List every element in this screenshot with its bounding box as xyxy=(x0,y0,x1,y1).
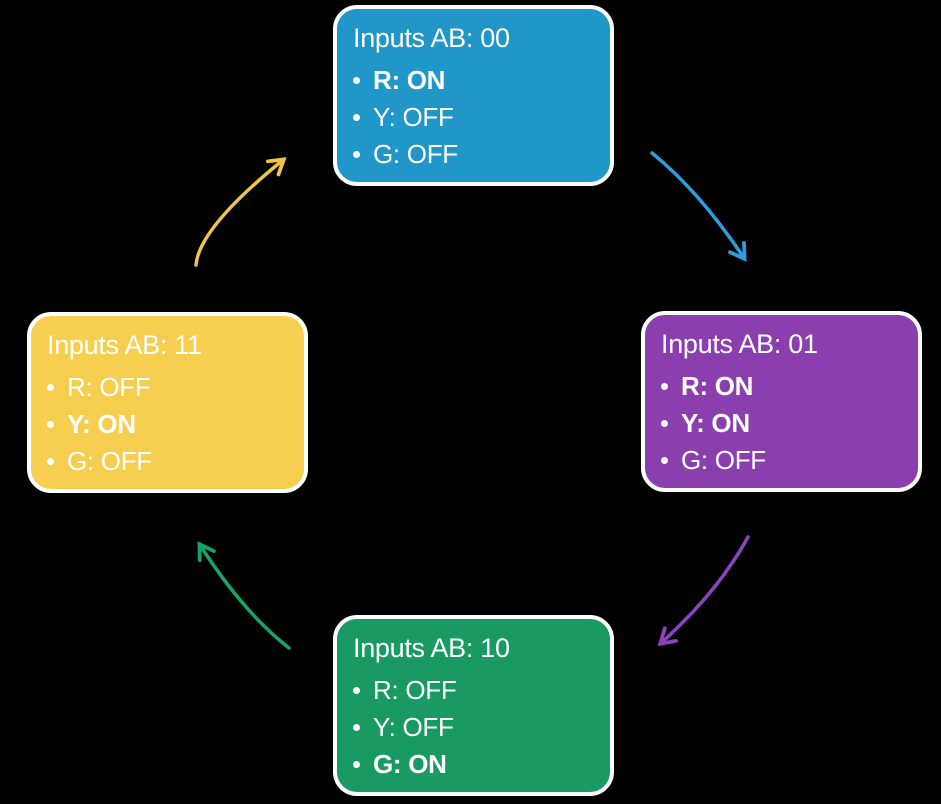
bullet-dot xyxy=(353,77,360,85)
bullet-dot xyxy=(353,761,360,769)
output-item-r: R: ON xyxy=(661,368,902,405)
output-item-label: Y: OFF xyxy=(373,102,454,133)
state-title: Inputs AB: 10 xyxy=(353,633,510,663)
output-item-label: G: OFF xyxy=(373,139,458,170)
state-output-list: R: ON Y: ON G: OFF xyxy=(661,368,902,479)
state-box-inputs-11: Inputs AB: 11 R: OFF Y: ON G: OFF xyxy=(27,312,308,493)
transition-arrow-11-00 xyxy=(194,157,287,267)
bullet-dot xyxy=(47,384,54,392)
output-item-label: G: ON xyxy=(373,749,447,780)
output-item-y: Y: ON xyxy=(661,405,902,442)
state-title: Inputs AB: 00 xyxy=(353,23,510,53)
bullet-dot xyxy=(353,724,360,732)
bullet-dot xyxy=(353,114,360,122)
bullet-dot xyxy=(353,151,360,159)
output-item-label: Y: OFF xyxy=(373,712,454,743)
state-output-list: R: ON Y: OFF G: OFF xyxy=(353,62,594,173)
bullet-dot xyxy=(47,421,54,429)
output-item-r: R: ON xyxy=(353,62,594,99)
transition-arrow-10-11 xyxy=(197,541,291,650)
state-title: Inputs AB: 11 xyxy=(47,330,202,360)
state-box-inputs-01: Inputs AB: 01 R: ON Y: ON G: OFF xyxy=(641,311,922,492)
output-item-label: R: OFF xyxy=(67,372,151,403)
output-item-label: G: OFF xyxy=(681,445,766,476)
state-output-list: R: OFF Y: ON G: OFF xyxy=(47,369,288,480)
output-item-g: G: OFF xyxy=(661,442,902,479)
state-box-inputs-10: Inputs AB: 10 R: OFF Y: OFF G: ON xyxy=(333,615,614,796)
transition-arrow-01-10 xyxy=(657,535,750,647)
output-item-label: R: ON xyxy=(373,65,446,96)
output-item-label: R: ON xyxy=(681,371,754,402)
output-item-y: Y: ON xyxy=(47,406,288,443)
state-output-list: R: OFF Y: OFF G: ON xyxy=(353,672,594,783)
output-item-label: Y: ON xyxy=(681,408,750,439)
state-title: Inputs AB: 01 xyxy=(661,329,818,359)
output-item-g: G: ON xyxy=(353,746,594,783)
output-item-r: R: OFF xyxy=(353,672,594,709)
bullet-dot xyxy=(47,458,54,466)
output-item-y: Y: OFF xyxy=(353,99,594,136)
bullet-dot xyxy=(661,457,668,465)
output-item-label: Y: ON xyxy=(67,409,136,440)
transition-arrow-00-01 xyxy=(650,151,747,262)
bullet-dot xyxy=(661,383,668,391)
output-item-r: R: OFF xyxy=(47,369,288,406)
output-item-label: R: OFF xyxy=(373,675,457,706)
output-item-label: G: OFF xyxy=(67,446,152,477)
state-box-inputs-00: Inputs AB: 00 R: ON Y: OFF G: OFF xyxy=(333,5,614,186)
output-item-g: G: OFF xyxy=(47,443,288,480)
output-item-y: Y: OFF xyxy=(353,709,594,746)
bullet-dot xyxy=(353,687,360,695)
output-item-g: G: OFF xyxy=(353,136,594,173)
bullet-dot xyxy=(661,420,668,428)
